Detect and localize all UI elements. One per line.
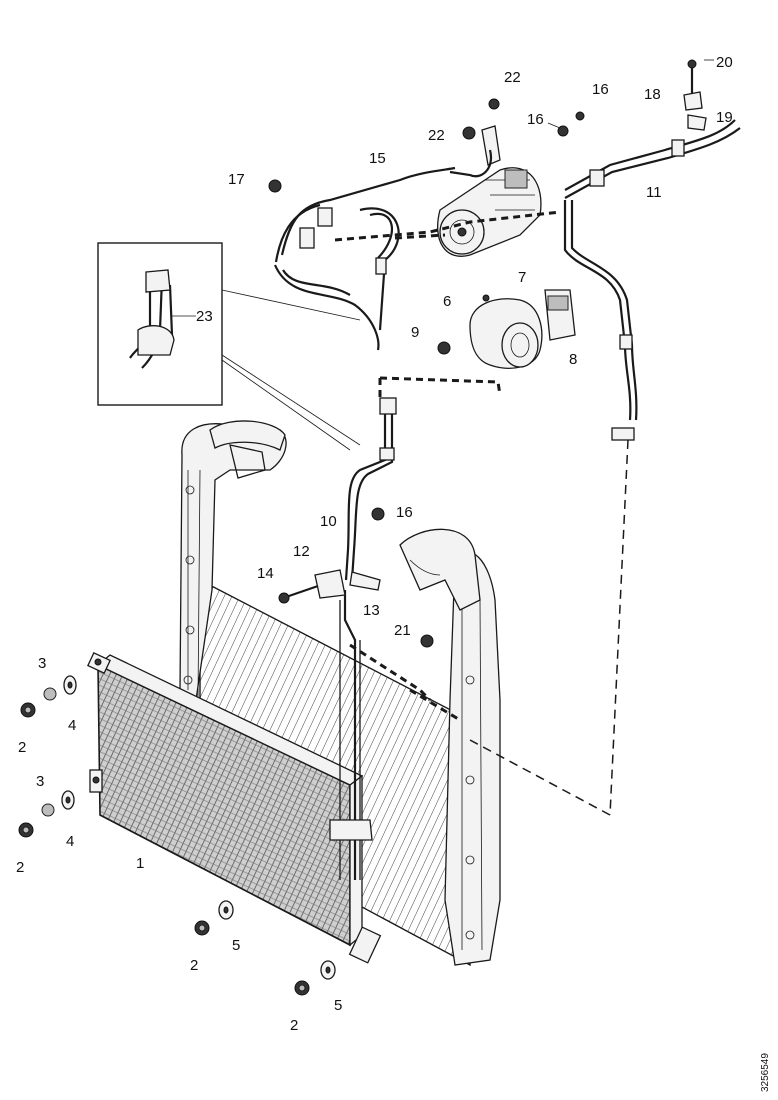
callout-17: 17 <box>228 171 245 188</box>
fasteners <box>18 59 714 996</box>
callout-19: 19 <box>716 109 733 126</box>
callout-16: 16 <box>396 504 413 521</box>
callout-3: 3 <box>36 773 44 790</box>
callout-5: 5 <box>334 997 342 1014</box>
callout-2: 2 <box>16 859 24 876</box>
callout-6: 6 <box>443 293 451 310</box>
condenser <box>87 590 382 964</box>
callout-16: 16 <box>527 111 544 128</box>
callout-labels: 1 2 2 2 2 3 3 4 4 5 5 6 7 8 9 10 11 12 1… <box>16 54 733 1034</box>
callout-2: 2 <box>190 957 198 974</box>
refrigerant-lines <box>273 119 741 599</box>
callout-12: 12 <box>293 543 310 560</box>
callout-7: 7 <box>518 269 526 286</box>
callout-23: 23 <box>196 308 213 325</box>
callout-10: 10 <box>320 513 337 530</box>
callout-15: 15 <box>369 150 386 167</box>
receiver-drier <box>469 289 576 369</box>
callout-2: 2 <box>18 739 26 756</box>
connection-lines <box>221 210 629 816</box>
callout-16: 16 <box>592 81 609 98</box>
callout-4: 4 <box>68 717 76 734</box>
callout-1: 1 <box>136 855 144 872</box>
callout-3: 3 <box>38 655 46 672</box>
callout-2: 2 <box>290 1017 298 1034</box>
callout-9: 9 <box>411 324 419 341</box>
reference-number: 3256549 <box>760 1053 771 1092</box>
callout-22: 22 <box>428 127 445 144</box>
callout-14: 14 <box>257 565 274 582</box>
callout-11: 11 <box>646 184 662 201</box>
callout-22: 22 <box>504 69 521 86</box>
callout-20: 20 <box>716 54 733 71</box>
callout-8: 8 <box>569 351 577 368</box>
callout-18: 18 <box>644 86 661 103</box>
callout-4: 4 <box>66 833 74 850</box>
callout-21: 21 <box>394 622 411 639</box>
callout-5: 5 <box>232 937 240 954</box>
callout-13: 13 <box>363 602 380 619</box>
compressor <box>436 167 542 257</box>
detail-inset-23 <box>97 242 223 406</box>
